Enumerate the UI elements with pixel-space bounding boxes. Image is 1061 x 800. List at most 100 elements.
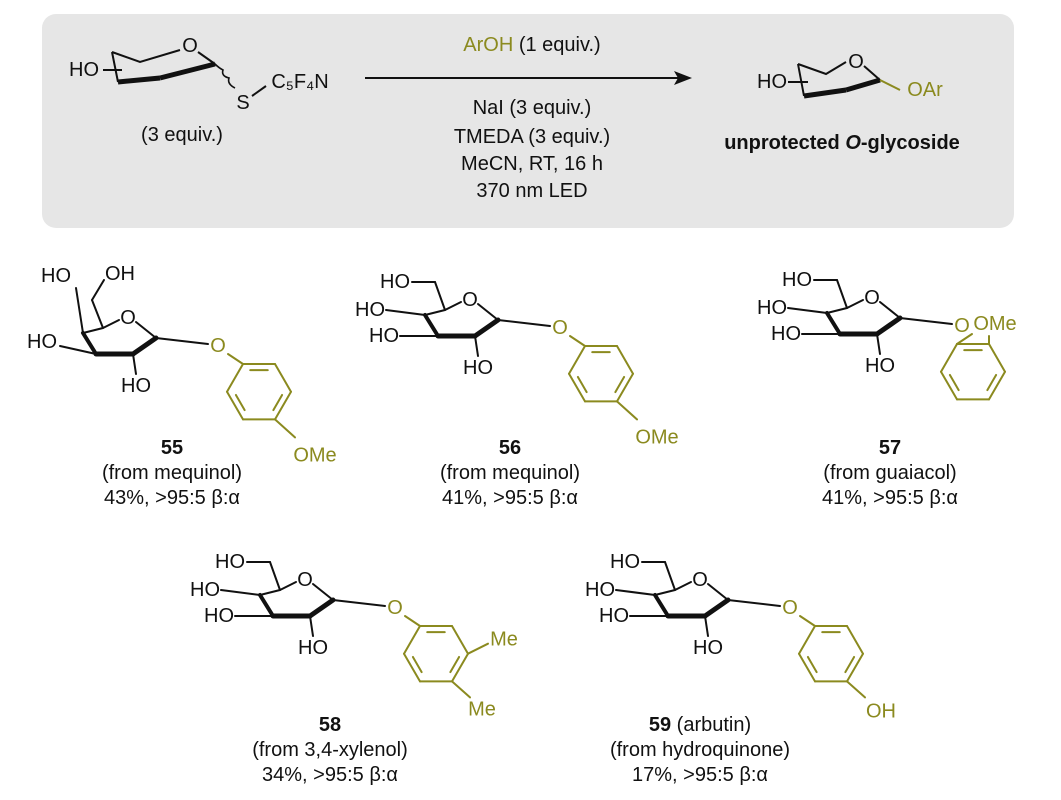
compound-number: 59 bbox=[649, 714, 671, 736]
bond bbox=[876, 333, 881, 355]
bond bbox=[825, 311, 842, 336]
conditions-box bbox=[42, 14, 1014, 228]
aryl-double-bond bbox=[614, 375, 626, 394]
compound-yield: 41%, >95:5 β:α bbox=[442, 487, 578, 509]
product-caption: unprotected O-glycoside bbox=[724, 132, 960, 154]
bond bbox=[653, 593, 670, 618]
c6-oh-label: HO bbox=[215, 551, 245, 573]
glycosidic-o-label: O bbox=[387, 597, 403, 619]
substituent-bond bbox=[616, 400, 638, 421]
compound-source: (from mequinol) bbox=[102, 462, 242, 484]
bond bbox=[799, 615, 816, 627]
aryl-double-bond bbox=[449, 655, 461, 674]
c4-oh-label: HO bbox=[41, 265, 71, 287]
substituent-bond bbox=[274, 418, 296, 439]
bond bbox=[474, 335, 479, 357]
c3-oh-label: HO bbox=[771, 323, 801, 345]
bond bbox=[879, 301, 901, 319]
bond bbox=[826, 307, 848, 314]
c6-oh-label: OH bbox=[105, 263, 135, 285]
c3-oh-label: HO bbox=[599, 605, 629, 627]
product-glycoside bbox=[788, 61, 901, 99]
compound-number: 58 bbox=[319, 714, 341, 736]
compound-title: 58 bbox=[319, 714, 341, 736]
substituent-bond bbox=[846, 680, 866, 699]
bond bbox=[312, 583, 334, 601]
c4-oh-label: HO bbox=[190, 579, 220, 601]
reactant-group-label: C₅F₄N bbox=[271, 71, 328, 93]
aryl-double-bond bbox=[844, 655, 856, 674]
bond bbox=[434, 281, 446, 311]
ring-o-label: O bbox=[692, 569, 708, 591]
bond bbox=[258, 593, 275, 618]
product-oar-label: OAr bbox=[907, 79, 943, 101]
c2-oh-label: HO bbox=[463, 357, 493, 379]
c4-oh-label: HO bbox=[355, 299, 385, 321]
bond bbox=[956, 333, 973, 345]
compound-yield: 41%, >95:5 β:α bbox=[822, 487, 958, 509]
substituent-label: OH bbox=[866, 700, 896, 722]
aryl-bond bbox=[940, 342, 958, 373]
aryl-double-bond bbox=[986, 373, 998, 392]
glycosyl-donor bbox=[103, 49, 267, 97]
bond bbox=[279, 581, 297, 591]
aryl-double-bond bbox=[576, 375, 588, 394]
c2-oh-label: HO bbox=[865, 355, 895, 377]
condition-1: NaI (3 equiv.) bbox=[473, 97, 592, 119]
bond bbox=[707, 583, 729, 601]
c2-oh-label: HO bbox=[693, 637, 723, 659]
bond bbox=[220, 589, 261, 596]
aryl-bond bbox=[616, 372, 634, 403]
compound-number: 57 bbox=[879, 437, 901, 459]
compound-yield: 34%, >95:5 β:α bbox=[262, 764, 398, 786]
bond bbox=[787, 307, 828, 314]
aryl-bond bbox=[846, 652, 864, 683]
bond bbox=[404, 615, 421, 627]
bond bbox=[664, 561, 676, 591]
aryl-bond bbox=[568, 372, 586, 403]
aryl-bond bbox=[798, 624, 816, 655]
glycosidic-o-label: O bbox=[782, 597, 798, 619]
bond bbox=[444, 301, 462, 311]
glycosidic-o-label: O bbox=[954, 315, 970, 337]
compound-name: (arbutin) bbox=[671, 714, 751, 736]
compound-yield: 43%, >95:5 β:α bbox=[104, 487, 240, 509]
bond bbox=[569, 335, 586, 347]
bond bbox=[102, 319, 120, 329]
aryl-bond bbox=[616, 344, 634, 375]
c3-oh-label: HO bbox=[369, 325, 399, 347]
bond bbox=[269, 561, 281, 591]
substituent-bond bbox=[451, 680, 471, 699]
bond bbox=[423, 313, 440, 338]
aryl-bond bbox=[226, 362, 244, 393]
product-caption-post: -glycoside bbox=[861, 132, 960, 154]
substituent-label: Me bbox=[468, 698, 496, 720]
bond bbox=[91, 299, 104, 329]
aryl-bond bbox=[846, 624, 864, 655]
bond bbox=[846, 299, 864, 309]
c6-oh-label: HO bbox=[380, 271, 410, 293]
c3-oh-label: HO bbox=[204, 605, 234, 627]
bond bbox=[836, 279, 848, 309]
product-caption-italic: O bbox=[845, 132, 861, 154]
bond bbox=[91, 279, 105, 301]
product-ring-o-label: O bbox=[848, 51, 864, 73]
aryl-double-bond bbox=[948, 373, 960, 392]
aryl-bond bbox=[940, 370, 958, 401]
compound-source: (from mequinol) bbox=[440, 462, 580, 484]
bond bbox=[704, 615, 709, 637]
bond bbox=[472, 317, 501, 339]
compound-title: 56 bbox=[499, 437, 521, 459]
bond bbox=[59, 345, 97, 355]
compound-number: 55 bbox=[161, 437, 183, 459]
compound-title: 59 (arbutin) bbox=[649, 714, 751, 736]
bond bbox=[307, 597, 336, 619]
condition-2: TMEDA (3 equiv.) bbox=[454, 126, 610, 148]
bond bbox=[674, 581, 692, 591]
aryl-double-bond bbox=[234, 393, 246, 412]
c2-oh-label: HO bbox=[121, 375, 151, 397]
